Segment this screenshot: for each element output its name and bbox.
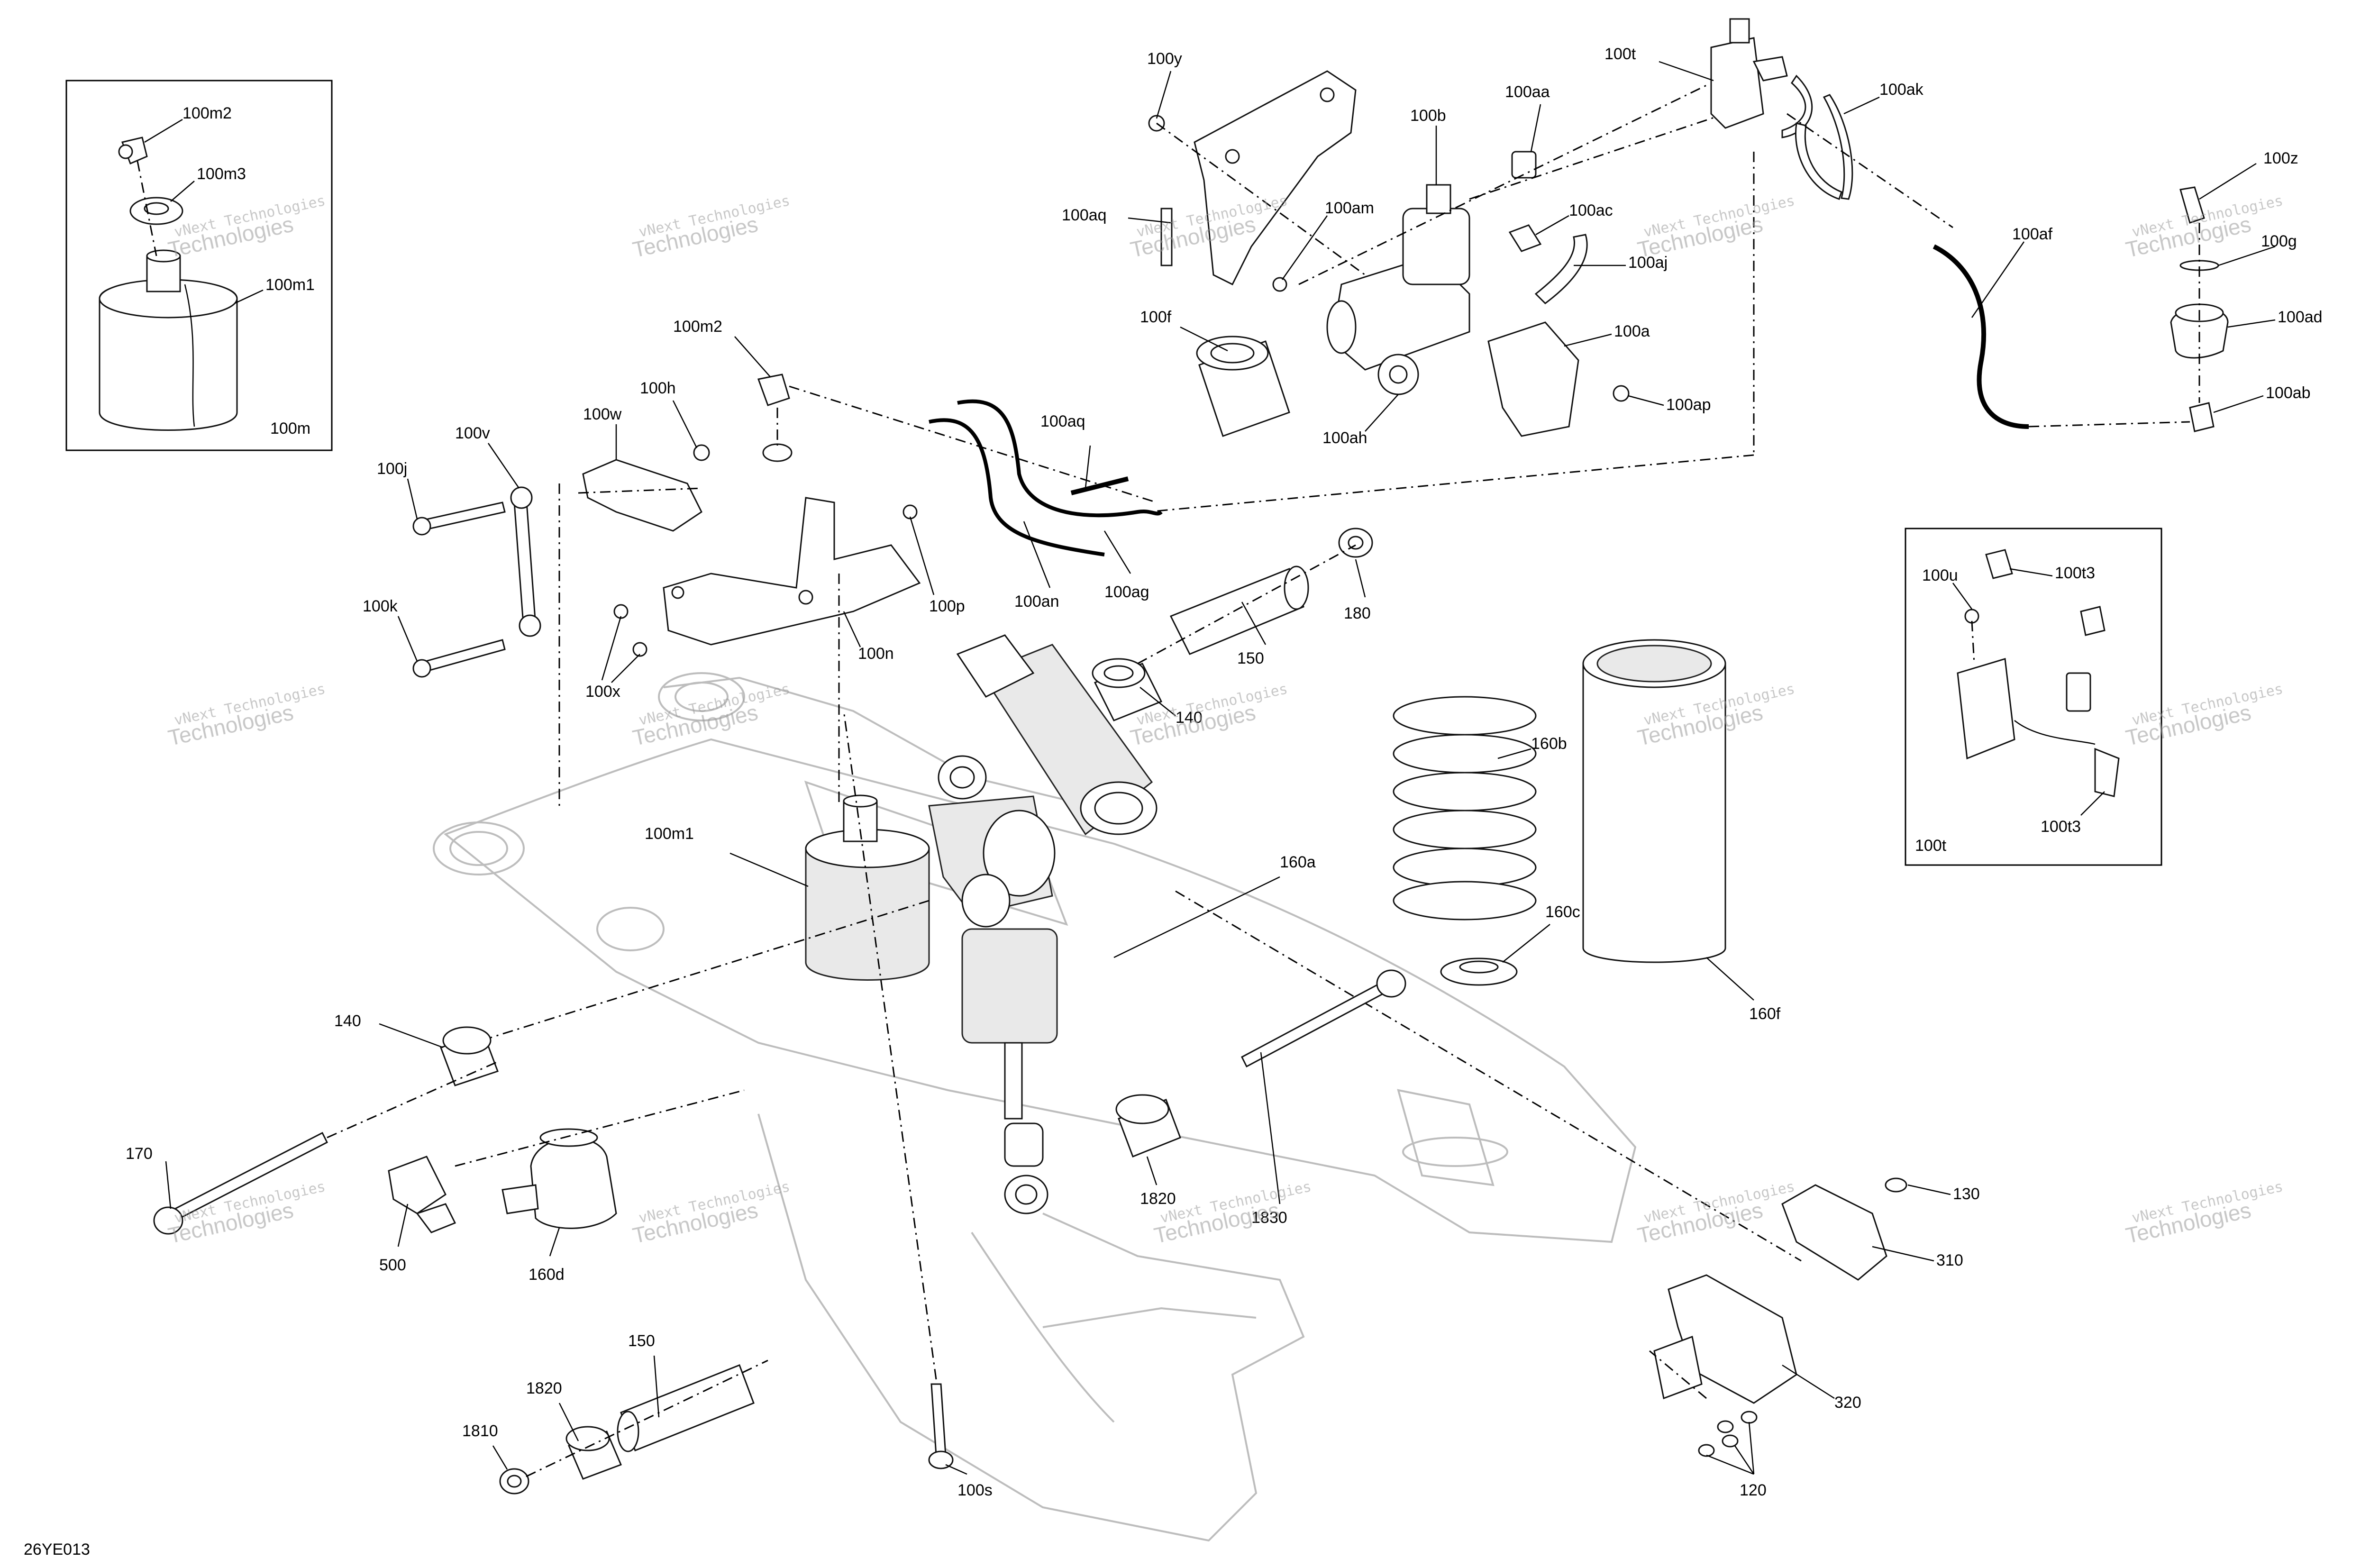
tubes-100an-100ag: 100aq 100an 100ag (929, 399, 1163, 611)
diagram-code: 26YE013 (24, 1541, 90, 1559)
shock-bolt: 1830 160a 1820 (1113, 853, 1406, 1227)
label-160a: 160a (1280, 853, 1316, 871)
label-100a: 100a (1614, 322, 1650, 340)
label-1820-mid: 1820 (1140, 1190, 1176, 1208)
label-100x: 100x (585, 683, 620, 701)
label-100ag: 100ag (1104, 583, 1149, 601)
air-pump-assembly: 100y 100aq 100am 100b 100f 100ah 100a (1062, 50, 1755, 513)
label-100ad: 100ad (2278, 308, 2323, 326)
label-1830: 1830 (1251, 1209, 1287, 1227)
upper-sleeves: 140 150 180 (1092, 528, 1373, 727)
label-140: 140 (334, 1012, 361, 1030)
swing-arm-frame (433, 672, 1637, 1542)
label-100t: 100t (1604, 45, 1636, 63)
label-100ab: 100ab (2266, 384, 2311, 402)
label-100af: 100af (2012, 225, 2053, 243)
inset-title-valve: 100t (1915, 837, 1947, 855)
label-500: 500 (379, 1256, 406, 1274)
label-100z: 100z (2263, 149, 2298, 167)
label-100v: 100v (455, 424, 490, 442)
label-100an: 100an (1014, 593, 1059, 611)
label-100aq-top: 100aq (1062, 206, 1107, 224)
label-100ac: 100ac (1569, 201, 1613, 219)
label-100ak: 100ak (1879, 81, 1924, 99)
label-130: 130 (1953, 1185, 1980, 1203)
label-100aq: 100aq (1040, 412, 1085, 430)
inset-box-100m: 100m 100m2 100m3 100m1 (65, 80, 333, 451)
label-140-top: 140 (1176, 709, 1203, 727)
lower-left-hardware: 140 170 500 160d 150 1820 1810 (126, 711, 993, 1499)
label-310: 310 (1936, 1251, 1963, 1269)
inset-title: 100m (270, 419, 310, 438)
label-170: 170 (126, 1145, 153, 1163)
label-100n: 100n (858, 645, 894, 663)
label-100k: 100k (363, 597, 398, 615)
lower-right-hardware: 130 310 320 120 (1649, 1177, 1980, 1499)
label-100u: 100u (1922, 566, 1958, 584)
label-100m2: 100m2 (673, 318, 722, 336)
valve-hose-assembly: 100t 100ak 100af 100z 100g 100ad 100ab (1604, 18, 2323, 432)
label-160f: 160f (1749, 1005, 1781, 1023)
label-100aj: 100aj (1628, 254, 1668, 272)
label-100ap: 100ap (1666, 396, 1711, 414)
label-100f: 100f (1140, 308, 1172, 326)
label-120: 120 (1740, 1481, 1767, 1499)
coil-spring (1393, 696, 1537, 921)
label-1820: 1820 (526, 1379, 562, 1397)
inset-box-100t: 100t 100u 100t3 100t3 (1905, 528, 2162, 866)
label-160b: 160b (1531, 735, 1567, 753)
label-160d: 160d (529, 1266, 565, 1284)
label-100p: 100p (929, 597, 965, 615)
label-100j: 100j (377, 460, 407, 478)
label-100am: 100am (1325, 199, 1374, 217)
label-100m1: 100m1 (645, 825, 694, 843)
label-100w: 100w (583, 405, 622, 423)
label-320: 320 (1834, 1394, 1861, 1412)
shock-absorber: 100m1 (474, 634, 1158, 1214)
label-100t3-b: 100t3 (2041, 818, 2081, 836)
label-100aa: 100aa (1505, 83, 1550, 101)
label-180: 180 (1344, 604, 1371, 622)
label-100ah: 100ah (1322, 429, 1367, 447)
spring-assembly: 160b 160c 160f (1175, 639, 1802, 1262)
label-100y: 100y (1147, 50, 1182, 68)
label-1810: 1810 (462, 1422, 498, 1440)
label-100h: 100h (640, 379, 676, 397)
label-100t3-a: 100t3 (2055, 564, 2095, 582)
label-100m3: 100m3 (197, 165, 246, 183)
label-100m1-inset: 100m1 (265, 276, 315, 294)
label-100b: 100b (1410, 107, 1446, 125)
label-100m2-inset: 100m2 (182, 104, 232, 122)
label-160c: 160c (1545, 903, 1580, 921)
label-150: 150 (628, 1332, 655, 1350)
label-100s: 100s (957, 1481, 993, 1499)
label-100g: 100g (2261, 232, 2297, 250)
label-150-top: 150 (1237, 649, 1264, 667)
bracket-link-assembly: 100m2 100n 100p 100w 100h 100v 100j (363, 318, 1157, 806)
